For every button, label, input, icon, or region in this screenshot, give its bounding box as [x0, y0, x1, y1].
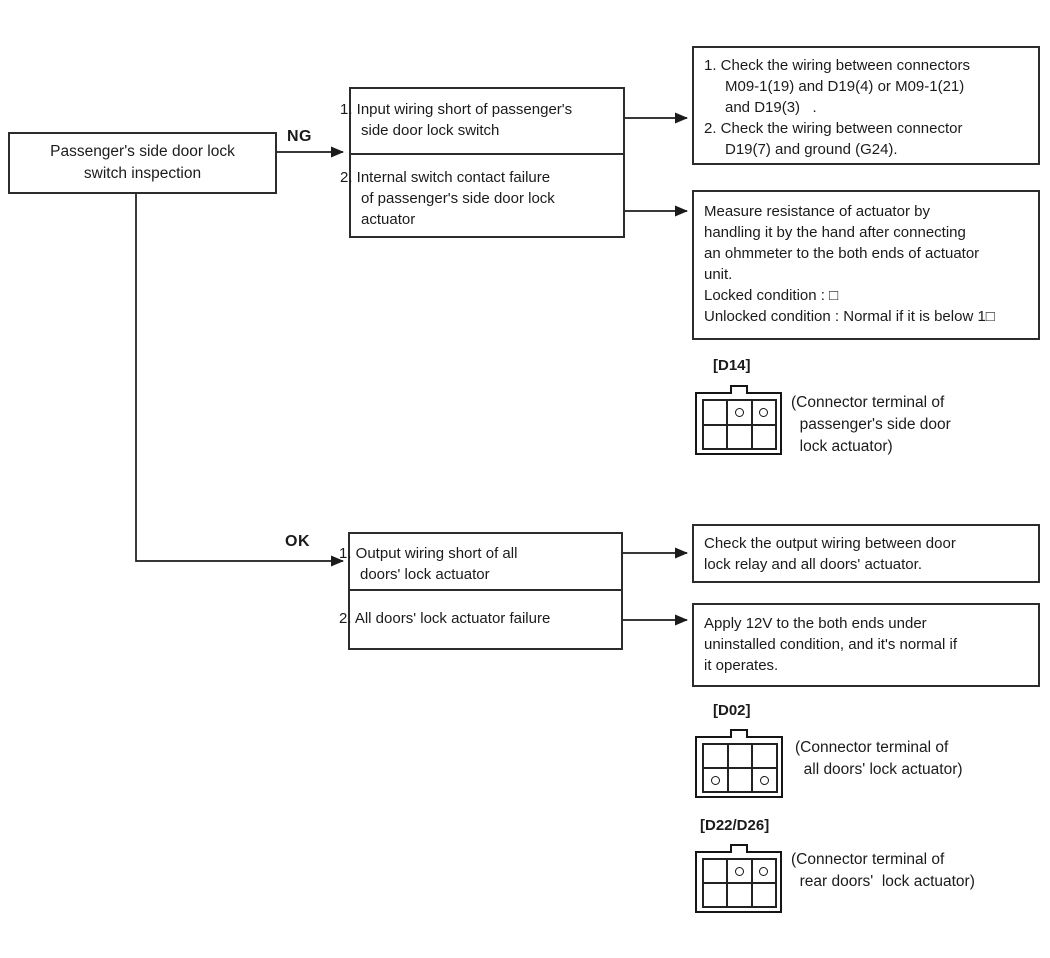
connector-tab — [729, 385, 748, 394]
pin-cell — [703, 768, 728, 792]
connector-d02-caption: (Connector terminal of all doors' lock a… — [795, 739, 963, 778]
ok-cause-item: 2. All doors' lock actuator failure — [339, 610, 551, 627]
pin-cell — [751, 424, 776, 449]
pin-cell — [751, 883, 776, 907]
pin-cell — [703, 744, 728, 768]
ok-action-apply-12v-box: Apply 12V to the both ends under uninsta… — [692, 603, 1040, 687]
pin-dot — [759, 407, 769, 417]
pin-cell — [703, 883, 728, 907]
wiring-check-item: 1. Check the wiring between connectors M… — [704, 57, 970, 116]
pin-cell — [752, 744, 777, 768]
ng-cause-item: 1. Input wiring short of passenger's sid… — [340, 89, 623, 155]
pin-cell — [727, 400, 752, 425]
arrow-ok — [135, 194, 344, 567]
pin-dot — [759, 866, 769, 876]
pin-cell — [752, 768, 777, 792]
ng-action-resistance-box: Measure resistance of actuator by handli… — [692, 190, 1040, 340]
connector-pin-grid — [702, 858, 777, 908]
ng-causes-box: 1. Input wiring short of passenger's sid… — [340, 87, 625, 238]
pin-cell — [727, 768, 753, 792]
pin-cell — [703, 400, 728, 425]
connector-d22-d26-caption: (Connector terminal of rear doors' lock … — [791, 851, 975, 890]
pin-dot — [734, 407, 744, 417]
ng-branch-label: NG — [287, 128, 312, 145]
start-box: Passenger's side door lock switch inspec… — [8, 132, 277, 194]
connector-d02-label: [D02] — [713, 702, 751, 719]
pin-cell — [751, 400, 776, 425]
pin-cell — [727, 744, 753, 768]
connector-pin-grid — [702, 399, 777, 450]
pin-cell — [727, 424, 752, 449]
pin-dot — [760, 775, 770, 785]
connector-d14-icon — [695, 385, 782, 455]
ng-cause-item: 2. Internal switch contact failure of pa… — [340, 169, 555, 228]
pin-dot — [710, 775, 720, 785]
connector-pin-grid — [702, 743, 778, 793]
connector-d14-caption: (Connector terminal of passenger's side … — [791, 394, 951, 455]
ok-causes-box: 1. Output wiring short of all doors' loc… — [339, 532, 623, 650]
ok-branch-label: OK — [285, 533, 310, 550]
connector-d22-d26-label: [D22/D26] — [700, 817, 770, 834]
wiring-check-item: 2. Check the wiring between connector D1… — [704, 120, 963, 158]
ng-action-wiring-box: 1. Check the wiring between connectors M… — [692, 46, 1040, 165]
ok-action-output-wiring-box: Check the output wiring between door loc… — [692, 524, 1040, 583]
connector-tab — [729, 844, 748, 853]
pin-cell — [751, 859, 776, 883]
pin-cell — [703, 859, 728, 883]
pin-cell — [703, 424, 728, 449]
connector-d02-icon — [695, 729, 783, 798]
pin-cell — [727, 859, 752, 883]
pin-cell — [727, 883, 752, 907]
connector-d14-label: [D14] — [713, 357, 751, 374]
connector-d22-d26-icon — [695, 844, 782, 913]
pin-dot — [734, 866, 744, 876]
connector-tab — [730, 729, 748, 738]
ok-cause-item: 1. Output wiring short of all doors' loc… — [339, 534, 621, 591]
